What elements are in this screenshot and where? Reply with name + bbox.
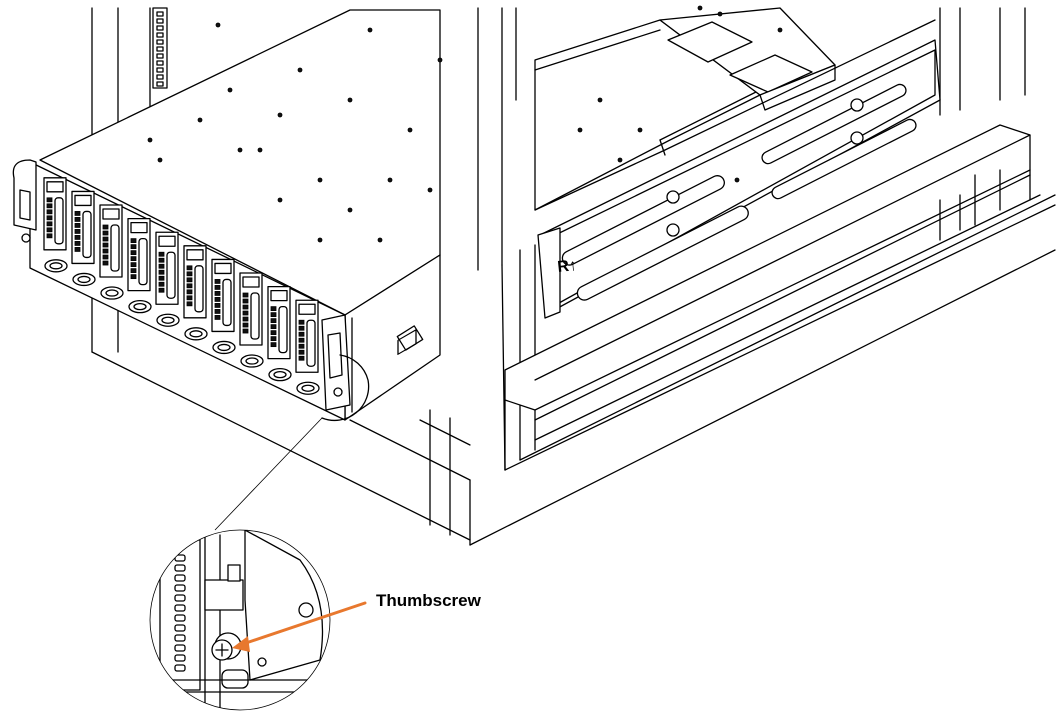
drive-bay (71, 190, 95, 265)
drive-handle (128, 299, 152, 314)
drive-handle (44, 259, 68, 273)
drive-bay (211, 258, 235, 333)
rack-post-holes (156, 11, 164, 87)
drive-handle (72, 272, 96, 287)
slide-rail: R↑ (537, 39, 941, 319)
drive-handle (184, 327, 208, 341)
drive-handle (156, 313, 180, 327)
drive-handle (296, 381, 320, 395)
thumbscrew-icon (211, 632, 242, 661)
rail-label: R↑ (557, 257, 578, 276)
drive-handle (268, 367, 292, 382)
drive-bay (267, 285, 291, 360)
drive-handle (240, 354, 264, 368)
drive-handle (100, 286, 124, 300)
drive-bays (43, 177, 319, 373)
thumbscrew-label: Thumbscrew (376, 591, 482, 610)
drive-bay (127, 217, 151, 292)
drive-bay (295, 299, 319, 373)
drive-handle (212, 340, 236, 355)
chassis-top-rivets (147, 22, 443, 243)
thumbscrew-callout: Thumbscrew (232, 591, 482, 652)
drive-bay (155, 231, 179, 305)
drive-bay (43, 177, 67, 251)
detail-inset (149, 529, 331, 711)
callout-leader-line (214, 417, 323, 531)
drive-bay (239, 272, 263, 346)
rear-chassis (534, 5, 936, 211)
server-chassis (12, 9, 443, 422)
rack-frame (91, 7, 1056, 546)
drive-bay (99, 204, 123, 278)
drive-bay (183, 245, 207, 319)
drive-handles (44, 259, 320, 395)
